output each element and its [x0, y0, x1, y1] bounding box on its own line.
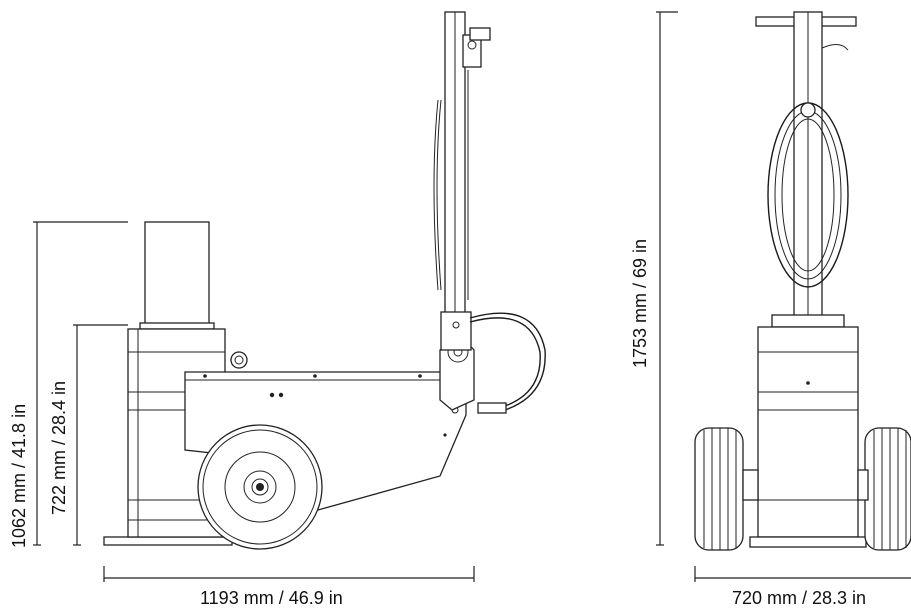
dim-handle-height: 1753 mm / 69 in: [630, 239, 650, 368]
side-ram-collar: [139, 322, 215, 330]
front-cylinder: [757, 326, 859, 538]
side-view: [103, 11, 546, 550]
dim-side-length: 1193 mm / 46.9 in: [200, 588, 343, 608]
dimension-lines: [33, 11, 911, 582]
front-view: [694, 11, 911, 551]
side-handle: [433, 11, 546, 414]
front-wheel-right: [857, 427, 911, 551]
side-ram: [144, 221, 210, 326]
side-base-plate: [103, 536, 233, 546]
front-hose-coil: [767, 102, 849, 288]
front-wheel-left: [694, 427, 759, 551]
dim-max-height: 1062 mm / 41.8 in: [9, 404, 29, 548]
dim-front-width: 720 mm / 28.3 in: [732, 588, 866, 608]
side-wheel: [197, 424, 323, 550]
dim-min-height: 722 mm / 28.4 in: [49, 381, 69, 515]
